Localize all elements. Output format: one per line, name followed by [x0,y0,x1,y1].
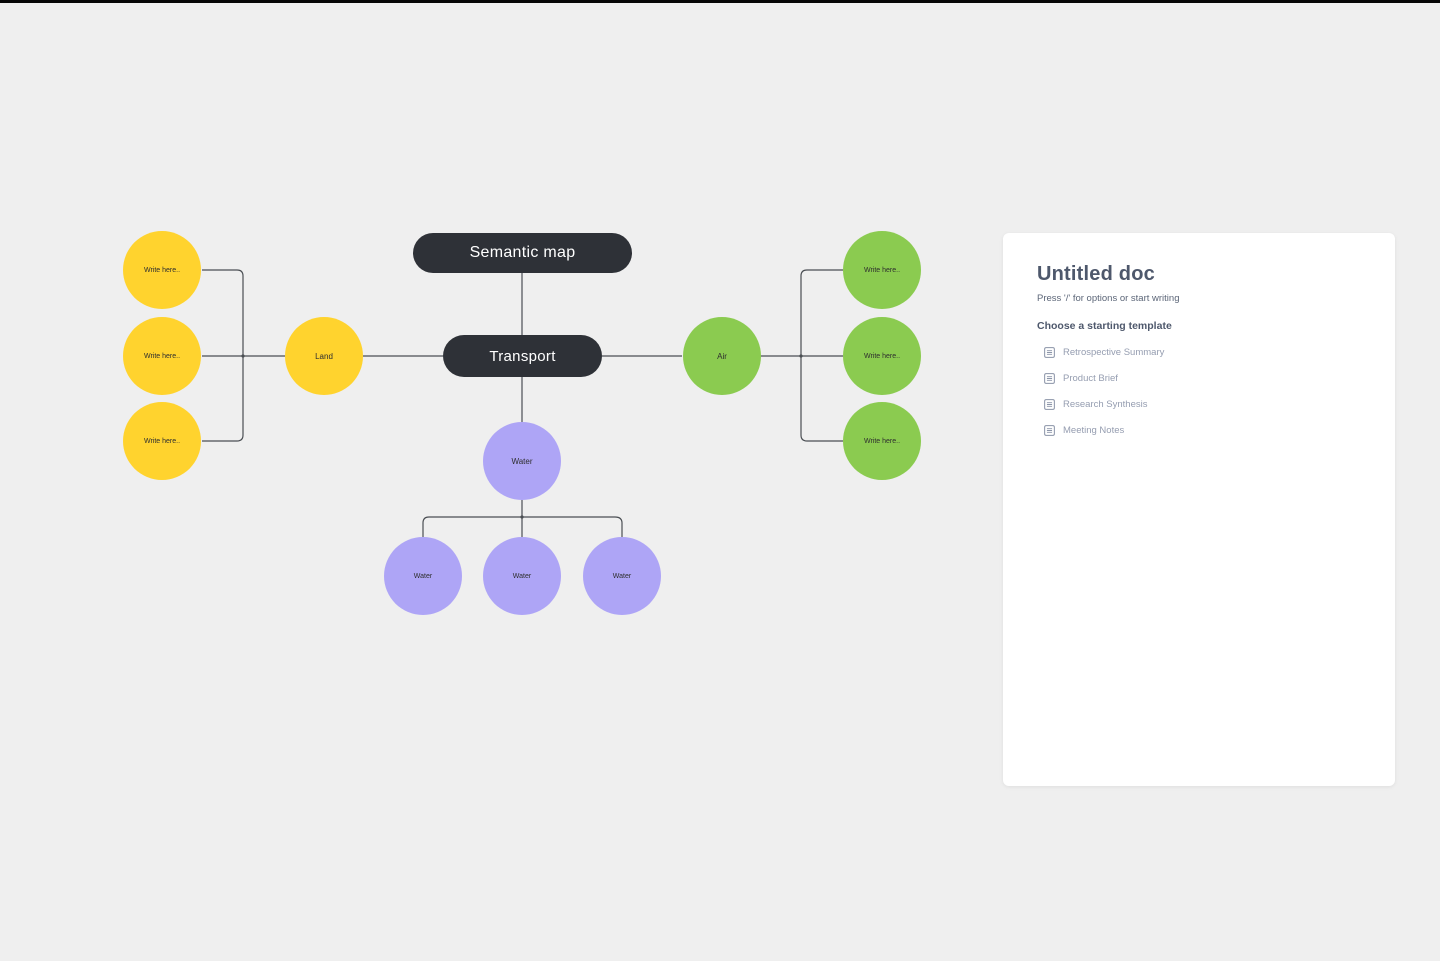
template-item-research-synthesis[interactable]: Research Synthesis [1044,399,1361,410]
document-icon [1044,347,1055,358]
template-item-retrospective-summary[interactable]: Retrospective Summary [1044,347,1361,358]
document-icon [1044,399,1055,410]
node-water-leaf[interactable]: Water [384,537,462,615]
node-write-here[interactable]: Write here.. [843,231,921,309]
node-write-here[interactable]: Write here.. [123,231,201,309]
window-top-edge [0,0,1440,3]
template-item-product-brief[interactable]: Product Brief [1044,373,1361,384]
node-write-here[interactable]: Write here.. [843,402,921,480]
doc-editor-hint[interactable]: Press '/' for options or start writing [1037,293,1180,304]
doc-panel[interactable]: Untitled doc Press '/' for options or st… [1003,233,1395,786]
document-icon [1044,373,1055,384]
template-item-label: Research Synthesis [1063,399,1148,410]
node-land[interactable]: Land [285,317,363,395]
template-item-meeting-notes[interactable]: Meeting Notes [1044,425,1361,436]
node-water-leaf[interactable]: Water [483,537,561,615]
templates-heading: Choose a starting template [1037,320,1172,332]
doc-title[interactable]: Untitled doc [1037,263,1155,285]
template-item-label: Retrospective Summary [1063,347,1165,358]
node-write-here[interactable]: Write here.. [123,402,201,480]
node-semantic-map[interactable]: Semantic map [413,233,632,273]
node-write-here[interactable]: Write here.. [843,317,921,395]
template-item-label: Product Brief [1063,373,1118,384]
templates-list: Retrospective Summary Product Brief Rese… [1037,347,1361,436]
template-item-label: Meeting Notes [1063,425,1125,436]
node-air[interactable]: Air [683,317,761,395]
node-water-hub[interactable]: Water [483,422,561,500]
node-transport[interactable]: Transport [443,335,602,377]
document-icon [1044,425,1055,436]
node-water-leaf[interactable]: Water [583,537,661,615]
node-write-here[interactable]: Write here.. [123,317,201,395]
